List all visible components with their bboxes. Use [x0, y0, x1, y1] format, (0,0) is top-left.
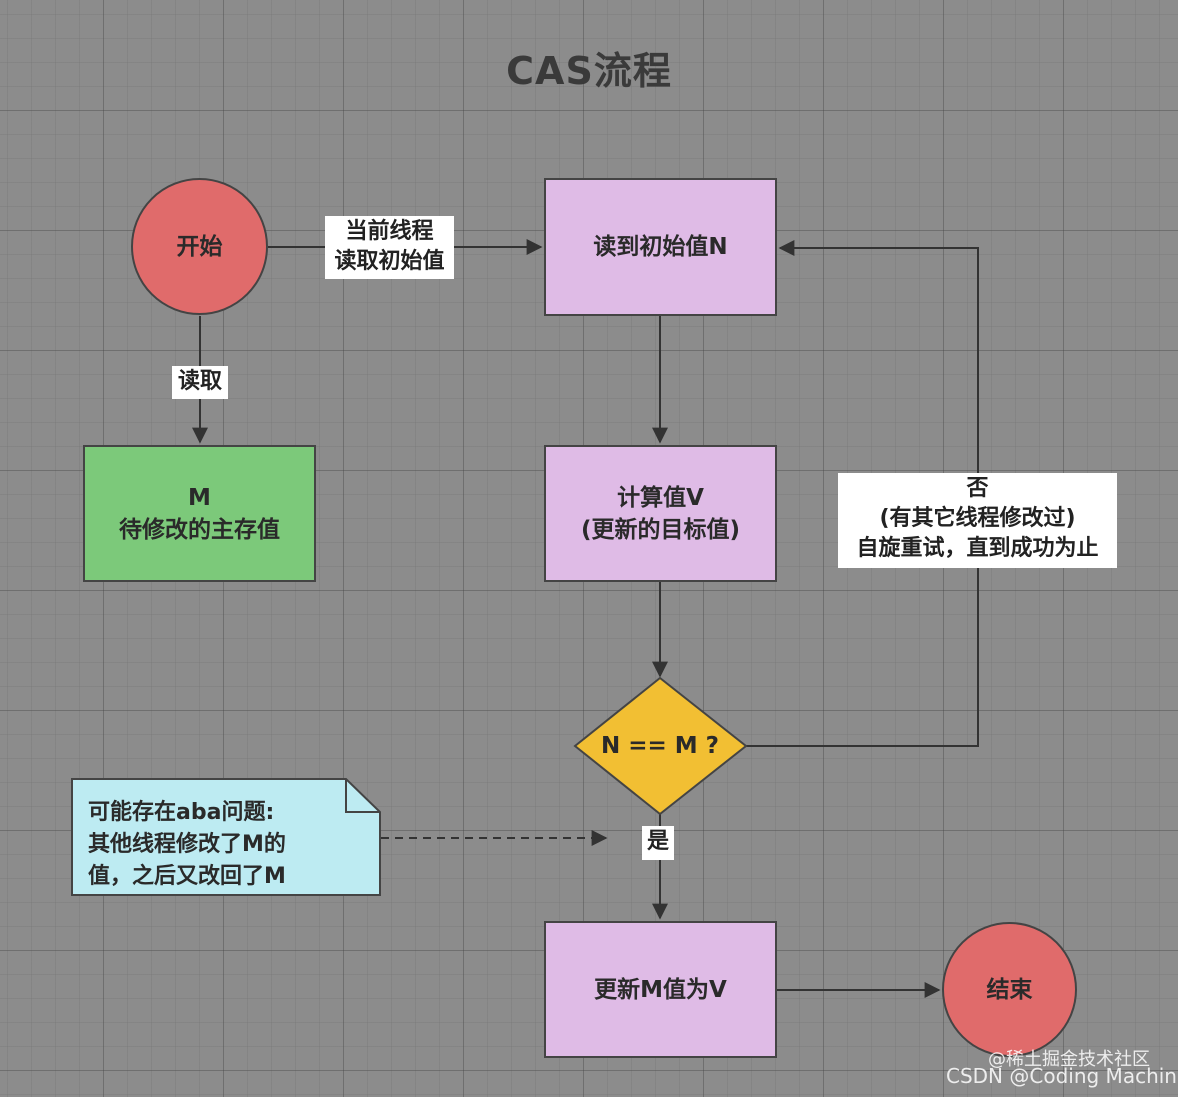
aba-note-text: 可能存在aba问题: 其他线程修改了M的 值，之后又改回了M	[88, 800, 286, 889]
main-memory-label: M 待修改的主存值	[119, 484, 280, 543]
diagram-title: CAS流程	[506, 49, 672, 93]
main-memory-node: M 待修改的主存值	[83, 445, 316, 582]
decision-diamond	[573, 676, 748, 816]
update-node: 更新M值为V	[544, 921, 777, 1058]
watermark-juejin: @稀土掘金技术社区	[988, 1049, 1150, 1070]
note-shape	[71, 778, 381, 896]
edge-label-start-to-memory: 读取	[172, 366, 228, 399]
edge-label-start-to-read: 当前线程 读取初始值	[325, 216, 454, 279]
compute-label: 计算值V (更新的目标值)	[580, 484, 741, 543]
update-label: 更新M值为V	[594, 976, 727, 1003]
compute-node: 计算值V (更新的目标值)	[544, 445, 777, 582]
read-initial-node: 读到初始值N	[544, 178, 777, 316]
start-node: 开始	[131, 178, 268, 315]
note-fold	[345, 779, 380, 813]
end-node: 结束	[942, 922, 1077, 1057]
start-label: 开始	[176, 233, 223, 260]
end-label: 结束	[986, 976, 1033, 1003]
watermark-csdn: CSDN @Coding Machine	[946, 1064, 1178, 1088]
read-initial-label: 读到初始值N	[593, 234, 728, 260]
edge-label-retry: 否 (有其它线程修改过) 自旋重试，直到成功为止	[838, 473, 1117, 568]
edge-label-yes: 是	[642, 826, 674, 860]
decision-label: N == M ?	[600, 733, 720, 759]
